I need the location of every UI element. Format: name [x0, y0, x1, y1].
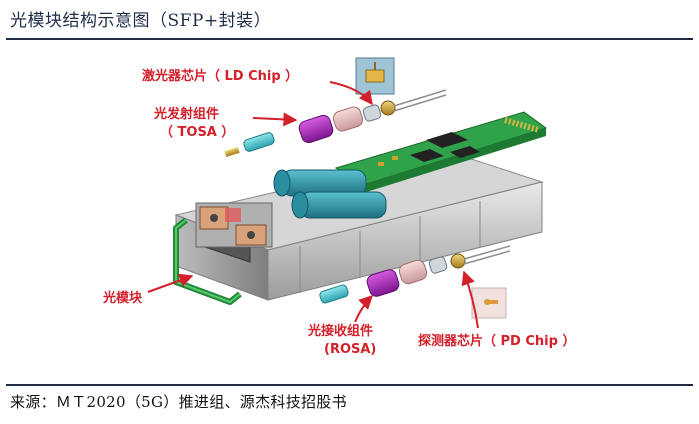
sfp-module-diagram: 激光器芯片（ LD Chip ） 光发射组件 （ TOSA ） 光模块 光接收组…: [102, 57, 575, 357]
title-divider: [6, 38, 693, 40]
label-tosa-line2: （ TOSA ）: [160, 124, 234, 140]
footer-divider: [6, 384, 693, 386]
callout-arrows: [147, 81, 479, 329]
tosa-exploded-parts: [224, 89, 447, 158]
label-pd-chip: 探测器芯片（ PD Chip ）: [418, 333, 575, 349]
source-note: 来源：ＭＴ2020（5G）推进组、源杰科技招股书: [10, 393, 347, 411]
front-latch: [195, 202, 273, 248]
label-module: 光模块: [102, 290, 143, 306]
page-title: 光模块结构示意图（SFP+封装）: [10, 11, 272, 31]
label-ld-chip: 激光器芯片（ LD Chip ）: [142, 68, 298, 84]
ld-chip-thumbnail: [355, 57, 395, 95]
label-rosa-line2: (ROSA): [324, 342, 376, 357]
internal-osa-barrels: [273, 169, 387, 219]
label-rosa-line1: 光接收组件: [307, 323, 373, 339]
label-tosa-line1: 光发射组件: [153, 106, 219, 122]
pcb-board: [334, 111, 548, 194]
rosa-exploded-parts: [319, 245, 511, 304]
pd-chip-thumbnail: [471, 287, 507, 319]
